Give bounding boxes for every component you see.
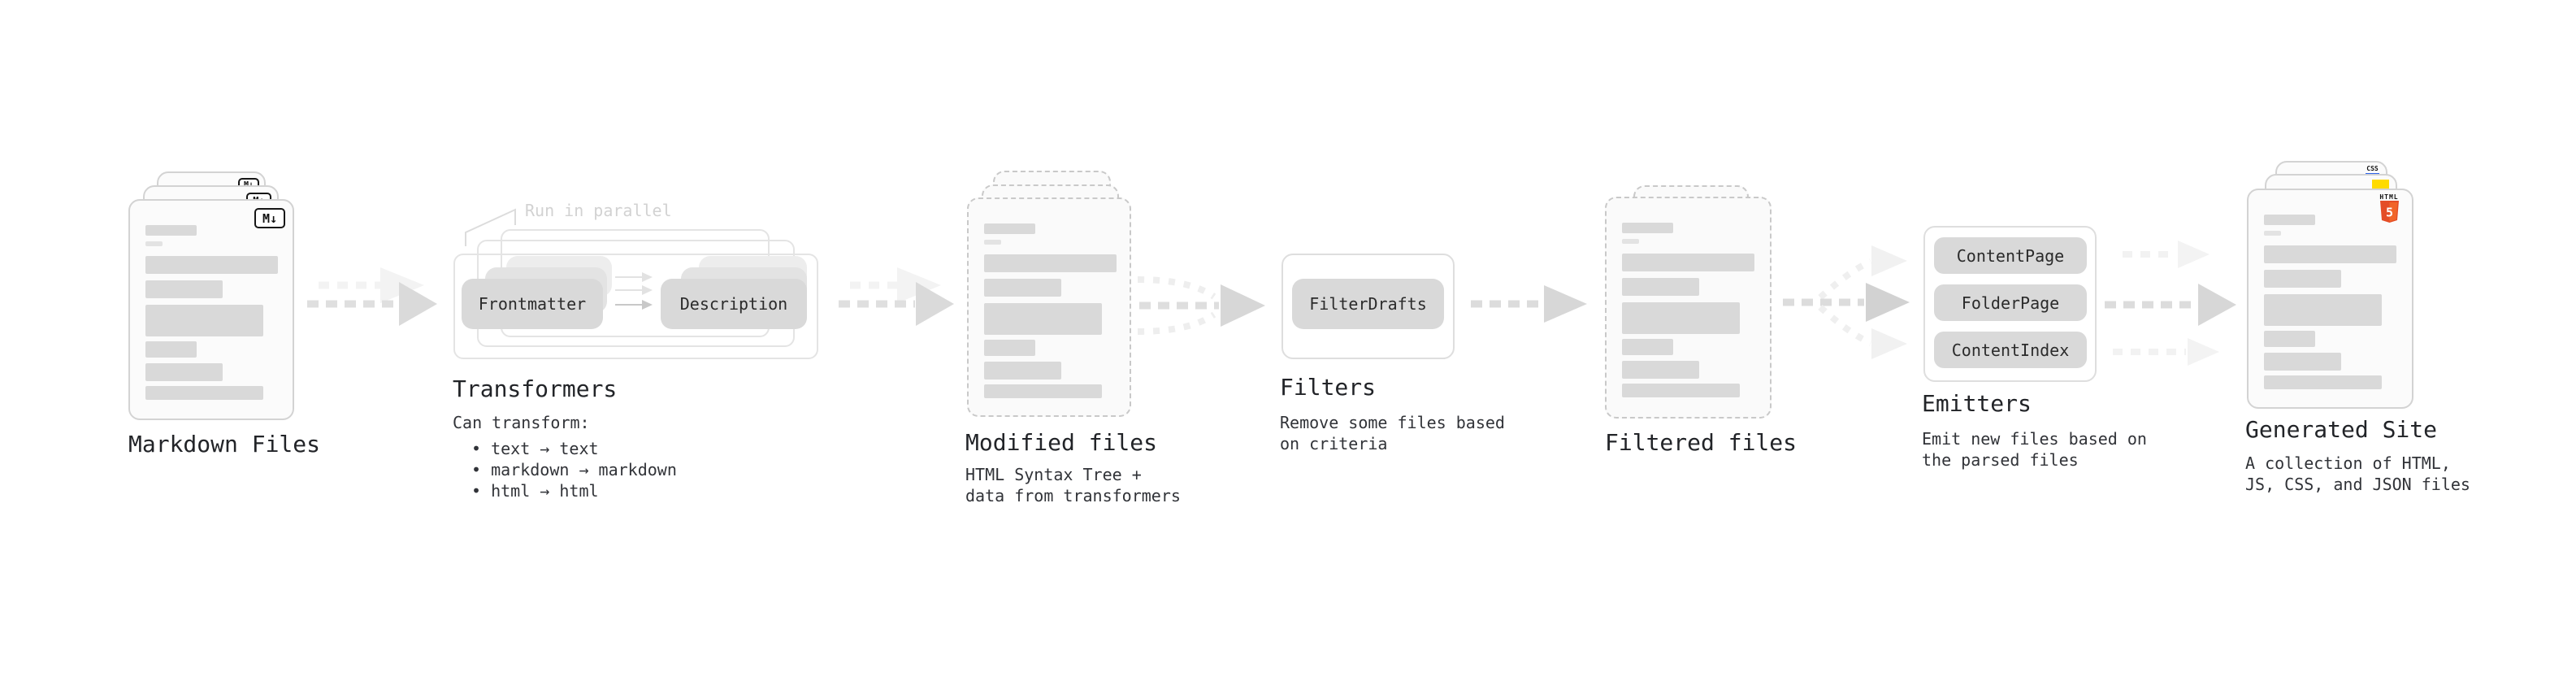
placeholder-bar [1622, 239, 1639, 244]
placeholder-bar [984, 362, 1061, 380]
modified-files-description: HTML Syntax Tree + data from transformer… [965, 464, 1181, 506]
placeholder-bar [2264, 353, 2341, 371]
placeholder-bar [1622, 339, 1673, 355]
html5-icon-word: HTML [2379, 193, 2399, 201]
placeholder-bar [145, 363, 223, 381]
markdown-icon: M↓ [254, 208, 285, 228]
placeholder-bar [1622, 254, 1754, 271]
placeholder-bar [984, 254, 1117, 272]
markdown-files-label: Markdown Files [128, 431, 321, 458]
frontmatter-pill: Frontmatter [462, 279, 603, 329]
arrow-filters-to-filtered [1471, 285, 1587, 323]
contentpage-pill: ContentPage [1934, 237, 2087, 274]
placeholder-bar [2264, 270, 2341, 288]
arrow-filtered-to-emitters-fanout [1783, 245, 1910, 359]
modified-file-card-front [967, 197, 1131, 417]
html5-icon: HTML 5 [2373, 193, 2405, 226]
placeholder-bar [984, 303, 1102, 335]
placeholder-bar [145, 305, 263, 336]
bullet-item: • text → text [471, 439, 599, 458]
placeholder-bar [145, 386, 263, 400]
emitters-title: Emitters [1922, 390, 2032, 417]
placeholder-bar [1622, 384, 1740, 397]
desc-line: data from transformers [965, 486, 1181, 505]
transformers-bullet-list: • text → text • markdown → markdown • ht… [453, 438, 677, 501]
bullet-item: • html → html [471, 481, 599, 501]
description-pill: Description [661, 279, 807, 329]
html5-icon-number: 5 [2385, 206, 2392, 220]
placeholder-bar [2264, 331, 2315, 347]
generated-site-description: A collection of HTML, JS, CSS, and JSON … [2245, 453, 2470, 495]
filters-title: Filters [1280, 374, 1377, 401]
contentindex-pill: ContentIndex [1934, 332, 2087, 368]
transformers-desc-heading: Can transform: [453, 413, 590, 432]
modified-files-title: Modified files [965, 429, 1158, 456]
filtered-files-label: Filtered files [1605, 429, 1798, 456]
arrow-emitters-to-site [2105, 241, 2236, 366]
desc-line: Remove some files based [1280, 413, 1505, 432]
markdown-file-card-front: M↓ [128, 199, 294, 420]
desc-line: JS, CSS, and JSON files [2245, 475, 2470, 494]
filters-description: Remove some files based on criteria [1280, 412, 1505, 454]
placeholder-bar [2264, 294, 2382, 326]
arrow-modified-to-filters-merge [1137, 276, 1265, 335]
arrow-transformers-to-modified [839, 267, 954, 326]
placeholder-bar [145, 256, 278, 274]
filtered-file-card-front [1605, 197, 1772, 419]
desc-line: HTML Syntax Tree + [965, 465, 1142, 484]
placeholder-bar [145, 341, 197, 358]
folderpage-pill: FolderPage [1934, 284, 2087, 321]
placeholder-bar [1622, 278, 1699, 296]
filterdrafts-pill: FilterDrafts [1292, 279, 1444, 329]
transformers-description: Can transform: • text → text • markdown … [453, 412, 677, 501]
placeholder-bar [2264, 375, 2382, 389]
transformer-box-front [453, 254, 818, 359]
desc-line: A collection of HTML, [2245, 453, 2451, 473]
css-icon-label: CSS [2366, 165, 2379, 172]
desc-line: the parsed files [1922, 450, 2079, 470]
placeholder-bar [984, 384, 1102, 398]
placeholder-bar [984, 340, 1035, 356]
placeholder-bar [984, 240, 1001, 245]
placeholder-bar [2264, 245, 2396, 263]
desc-line: Emit new files based on [1922, 429, 2147, 449]
desc-line: on criteria [1280, 434, 1388, 453]
run-in-parallel-note: Run in parallel [525, 201, 672, 220]
generated-site-title: Generated Site [2245, 416, 2438, 443]
placeholder-bar [1622, 223, 1673, 233]
placeholder-bar [1622, 302, 1740, 334]
transformers-title: Transformers [453, 375, 618, 402]
placeholder-bar [2264, 215, 2315, 225]
bullet-item: • markdown → markdown [471, 460, 677, 479]
placeholder-bar [984, 223, 1035, 234]
arrow-markdown-to-transformers [307, 267, 437, 326]
placeholder-bar [2264, 231, 2281, 236]
placeholder-bar [145, 225, 197, 236]
site-file-card-html: HTML 5 [2247, 189, 2413, 409]
html5-shield-icon: 5 [2379, 201, 2399, 223]
placeholder-bar [145, 280, 223, 298]
placeholder-bar [984, 279, 1061, 297]
emitters-description: Emit new files based on the parsed files [1922, 428, 2147, 471]
placeholder-bar [145, 241, 163, 246]
placeholder-bar [1622, 361, 1699, 379]
